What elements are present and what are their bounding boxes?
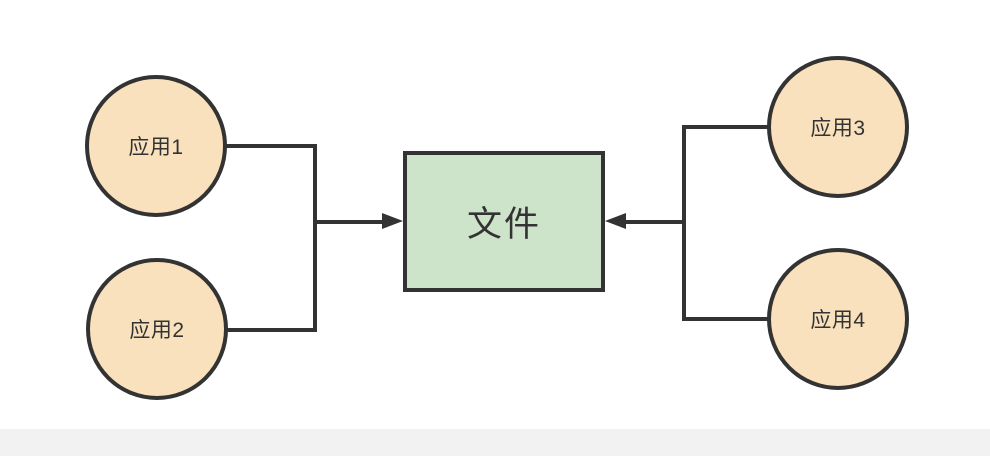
connector-right-arrow-shaft (624, 220, 686, 224)
connector-app4-horizontal (684, 317, 770, 321)
connector-left-vertical (313, 144, 317, 332)
node-app1-label: 应用1 (128, 136, 184, 159)
node-app4: 应用4 (767, 248, 909, 390)
node-app2-label: 应用2 (129, 319, 185, 342)
node-app4-label: 应用4 (810, 309, 866, 332)
footer-strip (0, 429, 990, 456)
node-app3: 应用3 (767, 56, 909, 198)
node-file: 文件 (403, 151, 605, 292)
node-app1: 应用1 (85, 75, 227, 217)
connector-app2-horizontal (222, 328, 317, 332)
connector-app3-horizontal (684, 125, 770, 129)
arrow-left-icon (605, 213, 626, 229)
node-app2: 应用2 (86, 258, 228, 400)
arrow-right-icon (382, 213, 403, 229)
connector-app1-horizontal (222, 144, 317, 148)
node-app3-label: 应用3 (810, 117, 866, 140)
node-file-label: 文件 (466, 205, 541, 244)
connector-left-arrow-shaft (313, 220, 384, 224)
